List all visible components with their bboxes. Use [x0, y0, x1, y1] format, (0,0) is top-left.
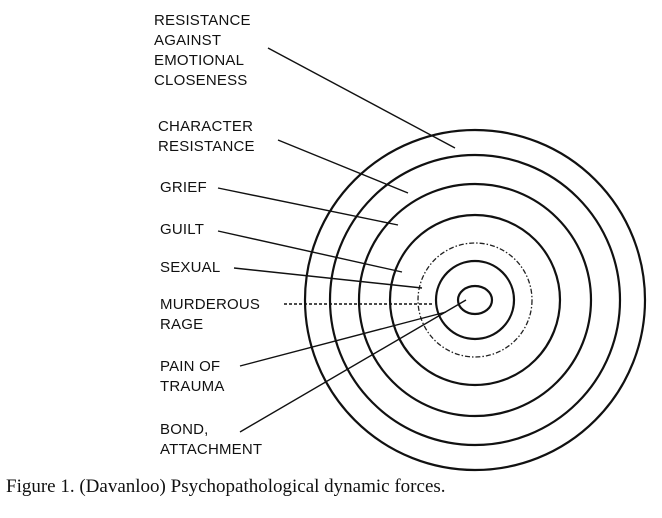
- label-sexual: SEXUAL: [160, 259, 221, 276]
- ring-bond-attachment: [456, 284, 494, 316]
- leader-character-resistance: [277, 139, 409, 194]
- figure-caption: Figure 1. (Davanloo) Psychopathological …: [6, 476, 446, 497]
- ring-murderous-rage: [434, 259, 516, 341]
- leader-bond-attachment: [239, 299, 467, 433]
- ring-character-resistance: [328, 153, 622, 447]
- leader-grief: [217, 187, 399, 226]
- leader-pain-of-trauma: [239, 311, 447, 367]
- label-grief: GRIEF: [160, 179, 207, 196]
- label-character-resistance: CHARACTER RESISTANCE: [158, 118, 255, 155]
- label-murderous-rage: MURDEROUS RAGE: [160, 296, 261, 333]
- leader-guilt: [217, 230, 403, 273]
- label-guilt: GUILT: [160, 221, 205, 238]
- ring-grief: [357, 182, 593, 418]
- ring-sexual: [417, 242, 533, 358]
- leader-sexual: [233, 267, 423, 289]
- label-pain-of-trauma: PAIN OF TRAUMA: [160, 358, 225, 395]
- ring-resistance-emotional-closeness: [303, 128, 647, 472]
- label-bond-attachment: BOND, ATTACHMENT: [160, 421, 263, 458]
- leader-resistance-emotional-closeness: [267, 47, 456, 149]
- ring-guilt: [388, 213, 562, 387]
- label-resistance-emotional-closeness: RESISTANCE AGAINST EMOTIONAL CLOSENESS: [154, 12, 251, 89]
